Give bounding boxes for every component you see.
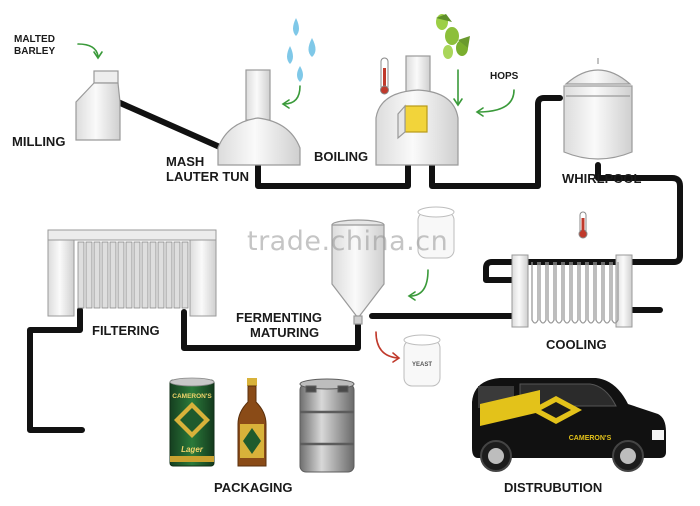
can-type-label: Lager — [181, 445, 204, 454]
malted-barley-label: MALTED BARLEY — [14, 34, 55, 58]
pipe-mash-to-boil — [255, 162, 411, 189]
filter-plate — [133, 241, 141, 309]
cooler-tube — [587, 262, 595, 324]
whirlpool-tank — [563, 58, 633, 160]
filter-plate — [173, 241, 181, 309]
cooler-tube — [531, 262, 539, 324]
cooler-tube — [603, 262, 611, 324]
boiling-label: BOILING — [314, 149, 369, 164]
hops-side-arrow-icon — [477, 89, 515, 113]
mill-tank — [75, 70, 121, 141]
cooling-label: COOLING — [546, 337, 607, 352]
cooler-unit — [511, 254, 633, 328]
cooler-tube — [595, 262, 603, 324]
cooler-tube — [571, 262, 579, 324]
packaging-label: PACKAGING — [214, 480, 293, 495]
cooler-tube — [579, 262, 587, 324]
pipe-fermenter-to-filter — [181, 309, 361, 351]
yeast-out-arrow-icon — [375, 331, 399, 359]
mash-label-line1: MASH — [166, 154, 205, 169]
milling-label: MILLING — [12, 134, 66, 149]
hops-icon — [436, 14, 470, 59]
pipe-boil-to-whirlpool — [429, 95, 563, 189]
filter-plate — [165, 241, 173, 309]
filter-plate — [101, 241, 109, 309]
filter-plate — [157, 241, 165, 309]
delivery-van — [472, 378, 666, 472]
filter-plate — [93, 241, 101, 309]
mash-label-line2: LAUTER TUN — [166, 169, 250, 184]
can-brand-label: CAMERON'S — [172, 393, 212, 400]
fermenter-tank — [331, 219, 385, 325]
filter-plate — [109, 241, 117, 309]
beer-bottle — [237, 378, 267, 467]
fermenting-label-line1: FERMENTING — [236, 310, 322, 325]
thermometer-icon — [380, 57, 389, 95]
mash-lauter-tun-label: MASH LAUTER TUN — [166, 154, 249, 184]
distribution-label: DISTRUBUTION — [504, 480, 603, 495]
hops-label: HOPS — [490, 71, 519, 82]
pipe-filter-out — [27, 307, 85, 433]
yeast-arrow-icon — [409, 269, 429, 297]
malted-barley-label-line2: BARLEY — [14, 46, 56, 57]
filter-plate — [85, 241, 93, 309]
pipe-mill-to-mash — [115, 99, 225, 151]
fermenting-maturing-label: FERMENTING MATURING — [236, 310, 322, 340]
filter-unit — [47, 229, 217, 317]
cooler-tube — [539, 262, 547, 324]
beer-keg — [299, 378, 355, 473]
input-arrows — [77, 43, 515, 363]
yeast-jar-bottom — [403, 334, 441, 387]
filtering-label: FILTERING — [92, 323, 160, 338]
pipe-whirlpool-to-cooling — [483, 162, 683, 283]
malted-barley-label-line1: MALTED — [14, 34, 55, 45]
water-arrow-icon — [283, 85, 301, 105]
whirlpool-label: WHIRLPOOL — [562, 171, 642, 186]
filter-plate — [181, 241, 189, 309]
cooler-thermometer-icon — [578, 211, 588, 239]
barley-arrow-icon — [77, 43, 99, 57]
yeast-jar-top — [417, 206, 455, 259]
boil-kettle — [375, 55, 459, 166]
cooler-tube — [563, 262, 571, 324]
pipe-network — [27, 95, 683, 433]
filter-plate — [117, 241, 125, 309]
van-brand-label: CAMERON'S — [569, 435, 612, 442]
cooler-tube — [547, 262, 555, 324]
cooler-tube — [555, 262, 563, 324]
water-drops-icon — [287, 18, 316, 82]
beer-can — [169, 377, 215, 467]
filter-plate — [125, 241, 133, 309]
fermenting-label-line2: MATURING — [250, 325, 320, 340]
mash-tun — [217, 69, 301, 166]
watermark: trade.china.cn — [247, 226, 449, 257]
filter-plate — [77, 241, 85, 309]
filter-plate — [149, 241, 157, 309]
filter-plate — [141, 241, 149, 309]
cooler-tube — [611, 262, 619, 324]
yeast-jar-label: YEAST — [412, 362, 432, 368]
